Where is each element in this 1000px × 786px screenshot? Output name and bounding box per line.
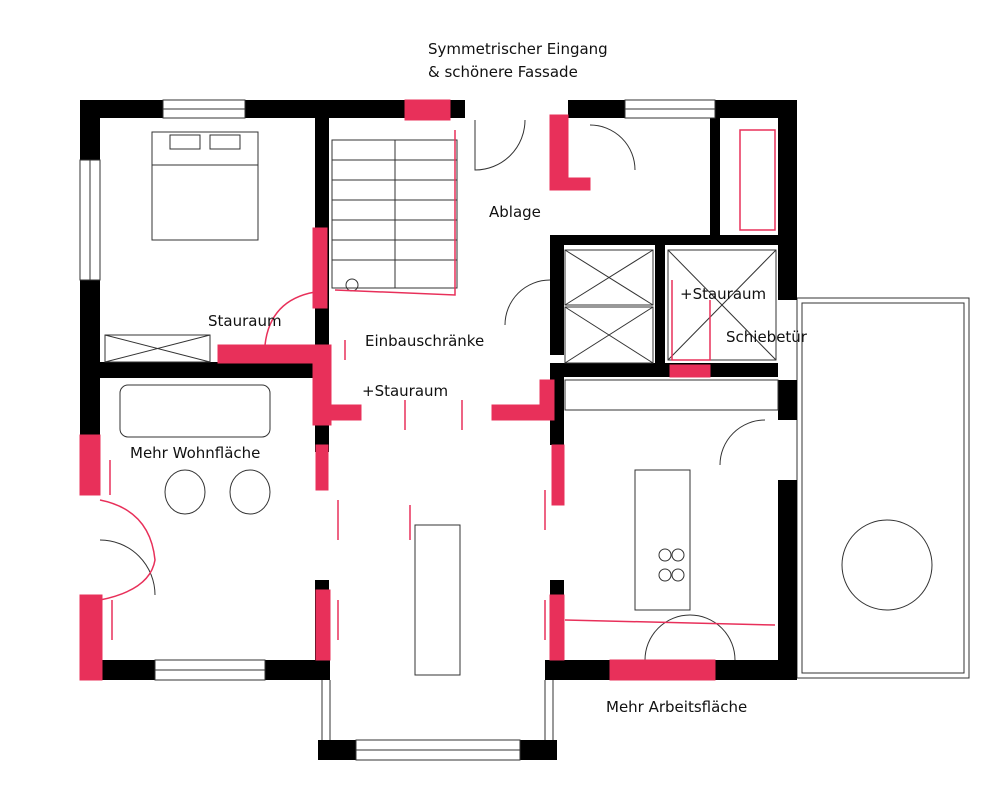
furniture [99, 119, 933, 676]
label-mehr-arbeitsflaeche: Mehr Arbeitsfläche [606, 698, 748, 716]
label-stauraum-center: +Stauraum [362, 382, 449, 400]
label-stauraum-right: +Stauraum [680, 285, 767, 303]
title-line-2: & schönere Fassade [428, 63, 578, 81]
label-mehr-wohnflaeche: Mehr Wohnfläche [130, 444, 261, 462]
label-einbauschraenke: Einbauschränke [365, 332, 485, 350]
balcony [796, 297, 970, 679]
label-schiebetuer: Schiebetür [726, 328, 807, 346]
label-ablage: Ablage [489, 203, 541, 221]
windows [79, 99, 716, 761]
title-line-1: Symmetrischer Eingang [428, 40, 608, 58]
stairs [331, 139, 458, 292]
markup-red [79, 99, 776, 681]
label-stauraum-left: Stauraum [208, 312, 282, 330]
walls [80, 100, 797, 760]
